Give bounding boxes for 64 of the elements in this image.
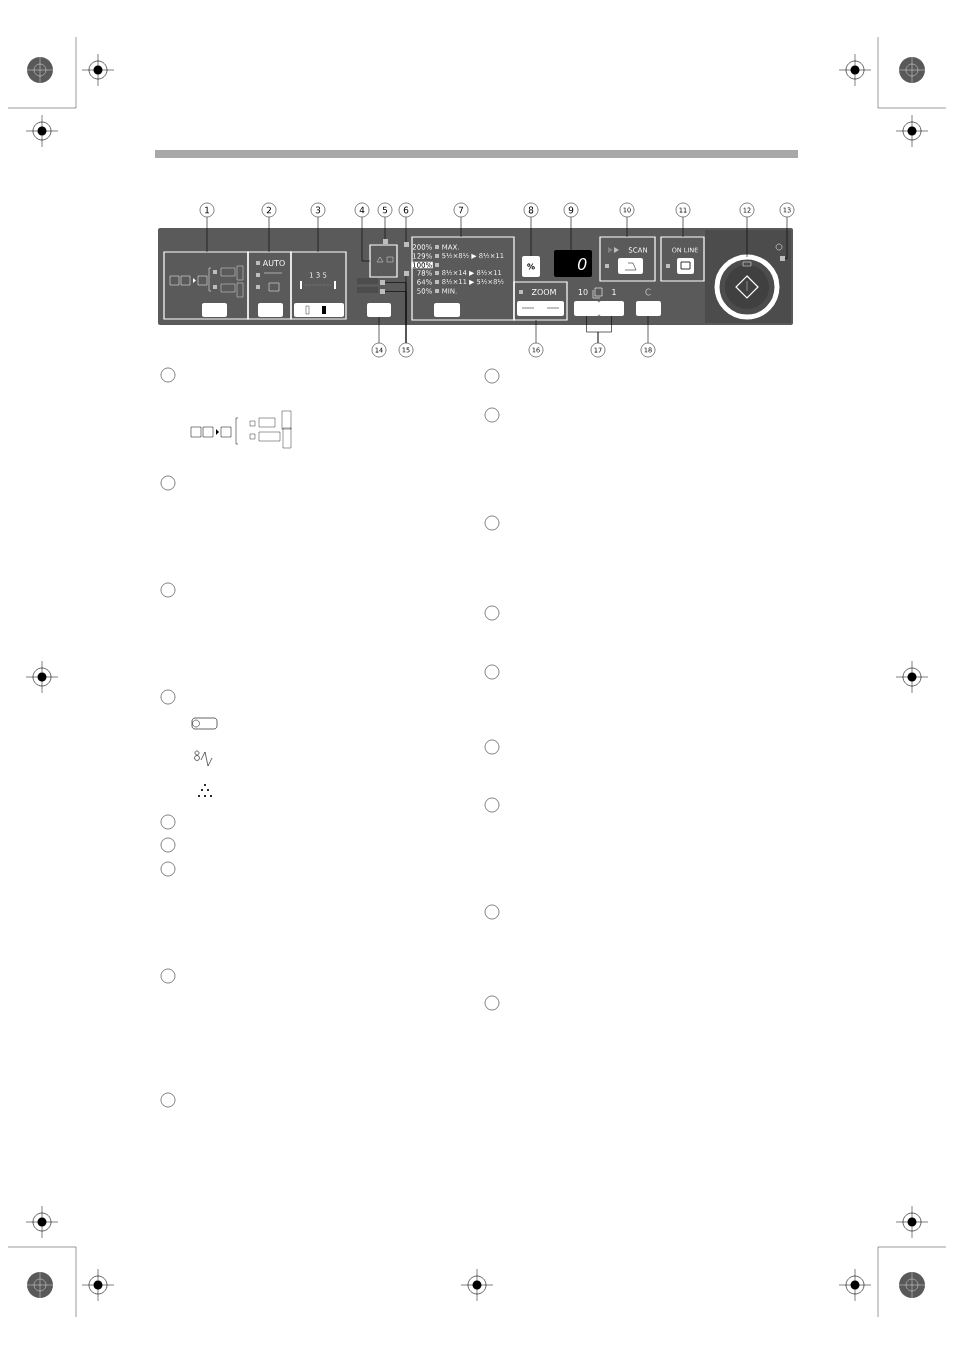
leader-line xyxy=(647,315,649,344)
leader-line xyxy=(378,316,380,344)
indicator-frame xyxy=(369,244,398,278)
callout-circle xyxy=(160,582,176,598)
panel-label: 1 xyxy=(612,289,616,295)
callout-number: 7 xyxy=(453,202,469,218)
menu-key xyxy=(367,303,391,317)
callout-number: 8 xyxy=(523,202,539,218)
callout-circle xyxy=(160,861,176,877)
panel-label: C xyxy=(645,288,651,296)
callout-circle xyxy=(484,995,500,1011)
leader-line xyxy=(268,216,270,253)
callout-circle xyxy=(484,515,500,531)
leader-line xyxy=(682,216,684,238)
callout-circle xyxy=(484,407,500,423)
up-key xyxy=(599,301,624,316)
indicator-lamp xyxy=(404,271,409,276)
callout-number: 2 xyxy=(261,202,277,218)
callout-circle xyxy=(160,689,176,705)
leader-line xyxy=(384,216,386,240)
leader-line xyxy=(597,315,612,344)
callout-circle xyxy=(484,664,500,680)
up-key xyxy=(574,301,599,316)
leader-line xyxy=(405,216,407,243)
callout-circle xyxy=(160,837,176,853)
panel-label: AUTO xyxy=(262,259,285,267)
callout-circle xyxy=(160,475,176,491)
button-group-frame xyxy=(163,251,249,320)
callout-number: 4 xyxy=(354,202,370,218)
leader-line xyxy=(570,216,572,251)
callout-circle xyxy=(484,739,500,755)
callout-circle xyxy=(484,797,500,813)
panel-label: ZOOM xyxy=(531,288,556,296)
indicator-lamp xyxy=(380,280,385,285)
callout-circle xyxy=(484,605,500,621)
leader-line xyxy=(746,216,748,258)
leader-line xyxy=(460,216,462,238)
leader-line xyxy=(530,216,532,257)
callout-circle xyxy=(160,814,176,830)
indicator-lamp xyxy=(404,242,409,247)
leader-line xyxy=(626,216,628,238)
callout-number: 9 xyxy=(563,202,579,218)
callout-circle xyxy=(160,1092,176,1108)
leader-line xyxy=(535,319,537,344)
display-digit: 0 xyxy=(577,257,587,271)
leader-line xyxy=(317,216,319,253)
leader-line xyxy=(784,216,788,259)
leader-line xyxy=(361,216,371,262)
callout-number: 6 xyxy=(398,202,414,218)
callout-number: 5 xyxy=(377,202,393,218)
callout-number: 3 xyxy=(310,202,326,218)
callout-circle xyxy=(484,904,500,920)
callout-circle xyxy=(160,968,176,984)
leader-line xyxy=(206,216,208,253)
indicator-lamp xyxy=(780,256,785,261)
clear-key xyxy=(636,301,661,316)
panel-label: 10 xyxy=(578,288,588,296)
indicator-lamp xyxy=(380,289,385,294)
key-label: % xyxy=(527,263,535,270)
start-key xyxy=(714,254,780,320)
callout-number: 1 xyxy=(199,202,215,218)
callout-circle xyxy=(484,368,500,384)
callout-circle xyxy=(160,367,176,383)
indicator-lamp xyxy=(383,239,388,244)
